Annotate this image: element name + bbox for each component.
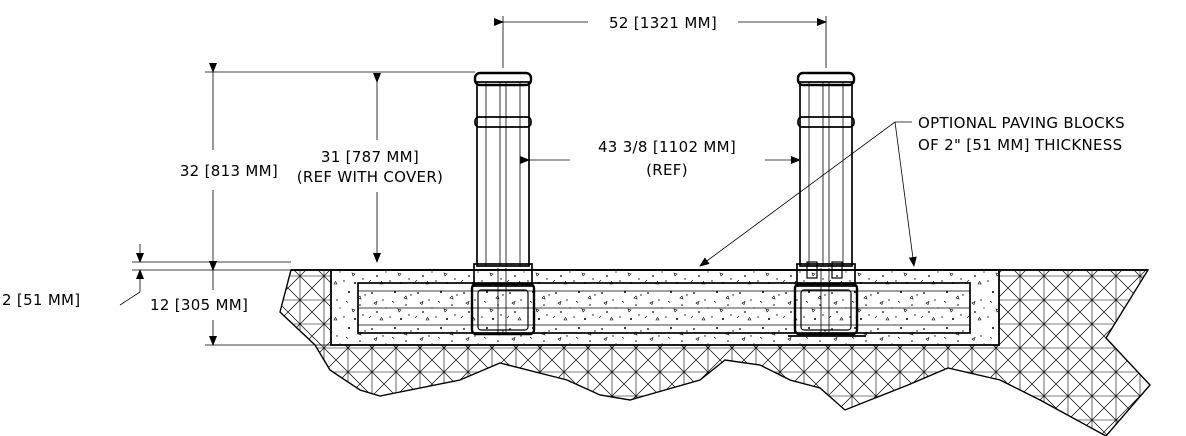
overall-height-label: 32 [813 MM] xyxy=(180,162,278,180)
inner-clearance-label: 43 3/8 [1102 MM] xyxy=(598,138,736,156)
height-with-cover-label: 31 [787 MM] xyxy=(321,148,419,166)
paving-note-line-2: OF 2" [51 MM] THICKNESS xyxy=(918,136,1122,154)
inner-clearance-note: (REF) xyxy=(646,161,688,179)
height-with-cover-note: (REF WITH COVER) xyxy=(297,168,443,186)
left-bollard xyxy=(470,71,536,336)
inner-clearance-dimension: 43 3/8 [1102 MM] (REF) xyxy=(520,138,801,179)
overall-height-dimension: 32 [813 MM] xyxy=(180,63,475,271)
paving-thickness-label: 2 [51 MM] xyxy=(2,291,80,309)
footing-depth-label: 12 [305 MM] xyxy=(150,296,248,314)
paving-blocks-note: OPTIONAL PAVING BLOCKS OF 2" [51 MM] THI… xyxy=(699,114,1125,267)
height-with-cover-dimension: 31 [787 MM] (REF WITH COVER) xyxy=(297,73,443,263)
post-spacing-label: 52 [1321 MM] xyxy=(609,14,717,32)
post-spacing-dimension: 52 [1321 MM] xyxy=(494,14,827,68)
footing-depth-dimension: 12 [305 MM] xyxy=(150,261,331,346)
right-bollard xyxy=(788,71,866,337)
paving-note-line-1: OPTIONAL PAVING BLOCKS xyxy=(918,114,1125,132)
